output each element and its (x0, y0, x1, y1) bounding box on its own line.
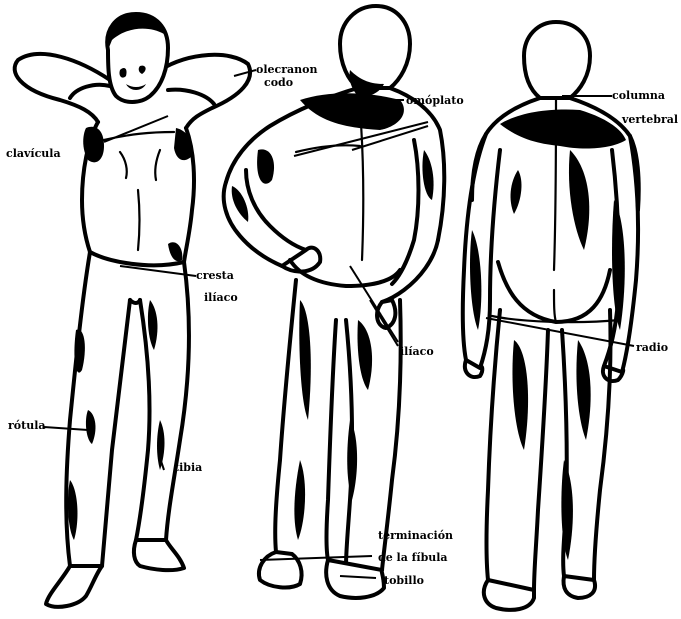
rear-view-figure-arms-down (463, 22, 639, 610)
label-columna: columna (612, 90, 665, 101)
label-olecranon: olecranon (256, 64, 317, 75)
label-radio: radio (636, 342, 668, 353)
label-vertebral: vertebral (622, 114, 678, 125)
label-iliaco-back: ilíaco (400, 346, 434, 357)
label-terminacion: terminación (378, 530, 453, 541)
label-omoplato: omóplato (406, 95, 464, 106)
label-codo: codo (264, 77, 293, 88)
label-rotula: rótula (8, 420, 46, 431)
label-iliaco-front: ilíaco (204, 292, 238, 303)
label-fibula: de la fíbula (378, 552, 448, 563)
front-view-figure (15, 14, 250, 607)
label-clavicula: clavícula (6, 148, 61, 159)
label-tibia: tibia (174, 462, 202, 473)
label-tobillo: tobillo (384, 575, 424, 586)
label-cresta: cresta (196, 270, 234, 281)
